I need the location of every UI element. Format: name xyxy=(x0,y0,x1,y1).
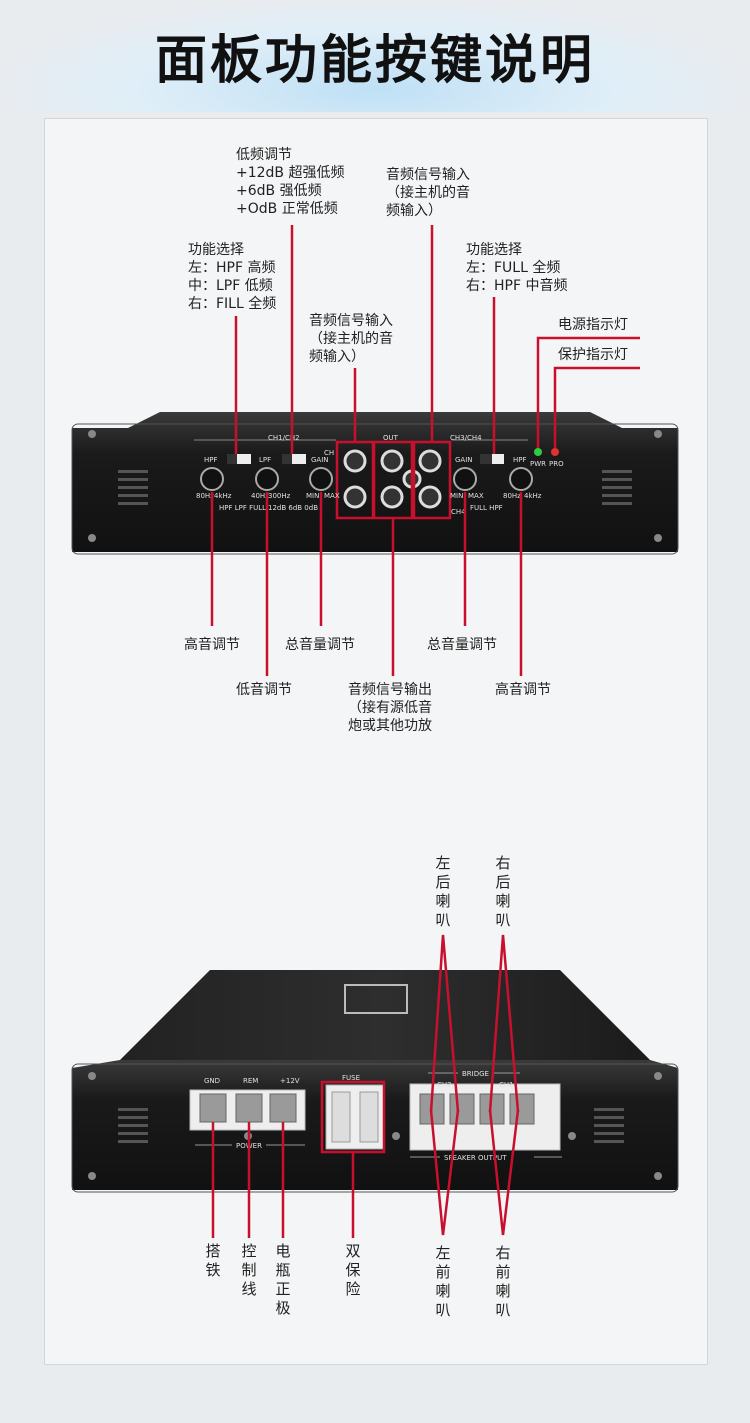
amp-label-min: MIN xyxy=(306,492,319,500)
label-remote: 控制线 xyxy=(241,1242,257,1298)
label-bass-boost: 低频调节 +12dB 超强低频 +6dB 强低频 +OdB 正常低频 xyxy=(236,147,345,217)
label-ground: 搭铁 xyxy=(205,1242,221,1279)
amp-rear-panel xyxy=(71,970,679,1193)
amp-label-full-hpf: FULL HPF xyxy=(470,504,503,512)
label-rca-output: 音频信号输出 （接有源低音 炮或其他功放 xyxy=(348,682,432,734)
label-gain-left: 总音量调节 xyxy=(285,637,355,653)
label-filter-left: 功能选择 左：HPF 高频 中：LPF 低频 右：FILL 全频 xyxy=(188,242,277,312)
label-input-ch12: 音频信号输入 （接主机的音 频输入） xyxy=(309,313,393,365)
label-front-right-speaker: 右前喇叭 xyxy=(495,1244,511,1319)
amp-label-ch1: CH1 xyxy=(499,1081,514,1089)
amp-label-min-right: MIN xyxy=(450,492,463,500)
amp-label-rem: REM xyxy=(243,1077,258,1085)
label-bass-adjust: 低音调节 xyxy=(236,682,292,698)
amp-label-40hz: 40Hz xyxy=(251,492,269,500)
leader-lines-top xyxy=(210,225,640,676)
label-rear-right-speaker: 右后喇叭 xyxy=(495,854,511,929)
label-protect-led: 保护指示灯 xyxy=(558,347,628,363)
amp-label-hpf: HPF xyxy=(204,456,218,464)
amp-label-300hz: 300Hz xyxy=(268,492,291,500)
title-band xyxy=(0,0,750,112)
amp-label-pro: PRO xyxy=(549,460,564,468)
amp-front-panel xyxy=(71,412,679,555)
amp-label-4khz: 4kHz xyxy=(214,492,232,500)
label-treble-right: 高音调节 xyxy=(495,682,551,698)
amp-label-gain-right: GAIN xyxy=(455,456,473,464)
amp-label-12v: +12V xyxy=(280,1077,300,1085)
amp-label-ch2: CH2 xyxy=(437,1081,452,1089)
label-input-ch34: 音频信号输入 （接主机的音 频输入） xyxy=(386,167,470,219)
amp-label-ch4: CH4 xyxy=(451,508,466,516)
amp-label-ch: CH xyxy=(324,449,334,457)
amp-label-80hz: 80Hz xyxy=(196,492,214,500)
amp-label-pwr: PWR xyxy=(530,460,546,468)
label-battery: 电瓶正极 xyxy=(275,1242,291,1317)
amp-label-bridge: BRIDGE xyxy=(462,1070,489,1078)
amp-label-gain: GAIN xyxy=(311,456,329,464)
amp-label-gnd: GND xyxy=(204,1077,220,1085)
label-fuse: 双保险 xyxy=(345,1242,361,1298)
amp-label-max-right: MAX xyxy=(468,492,484,500)
label-power-led: 电源指示灯 xyxy=(558,317,628,333)
label-gain-right: 总音量调节 xyxy=(427,637,497,653)
amp-label-db: 12dB 6dB 0dB xyxy=(268,504,318,512)
amp-label-fuse: FUSE xyxy=(342,1074,360,1082)
label-treble-left: 高音调节 xyxy=(184,637,240,653)
page-title: 面板功能按键说明 xyxy=(154,31,595,91)
amp-label-lpf: LPF xyxy=(259,456,271,464)
label-front-left-speaker: 左前喇叭 xyxy=(435,1244,451,1319)
amp-label-max: MAX xyxy=(324,492,340,500)
amp-label-hpf-lpf-full: HPF LPF FULL xyxy=(219,504,266,512)
leader-lines-bottom xyxy=(211,934,520,1238)
label-rear-left-speaker: 左后喇叭 xyxy=(435,854,451,929)
amp-label-speaker-output: SPEAKER OUTPUT xyxy=(444,1154,507,1162)
amp-label-hpf-right: HPF xyxy=(513,456,527,464)
amp-label-80hz-right: 80Hz xyxy=(503,492,521,500)
amp-label-ch34: CH3/CH4 xyxy=(450,434,482,442)
amp-label-out: OUT xyxy=(383,434,399,442)
amp-label-ch12: CH1/CH2 xyxy=(268,434,300,442)
amp-label-4khz-right: 4kHz xyxy=(524,492,542,500)
label-filter-right: 功能选择 左：FULL 全频 右：HPF 中音频 xyxy=(466,242,568,294)
